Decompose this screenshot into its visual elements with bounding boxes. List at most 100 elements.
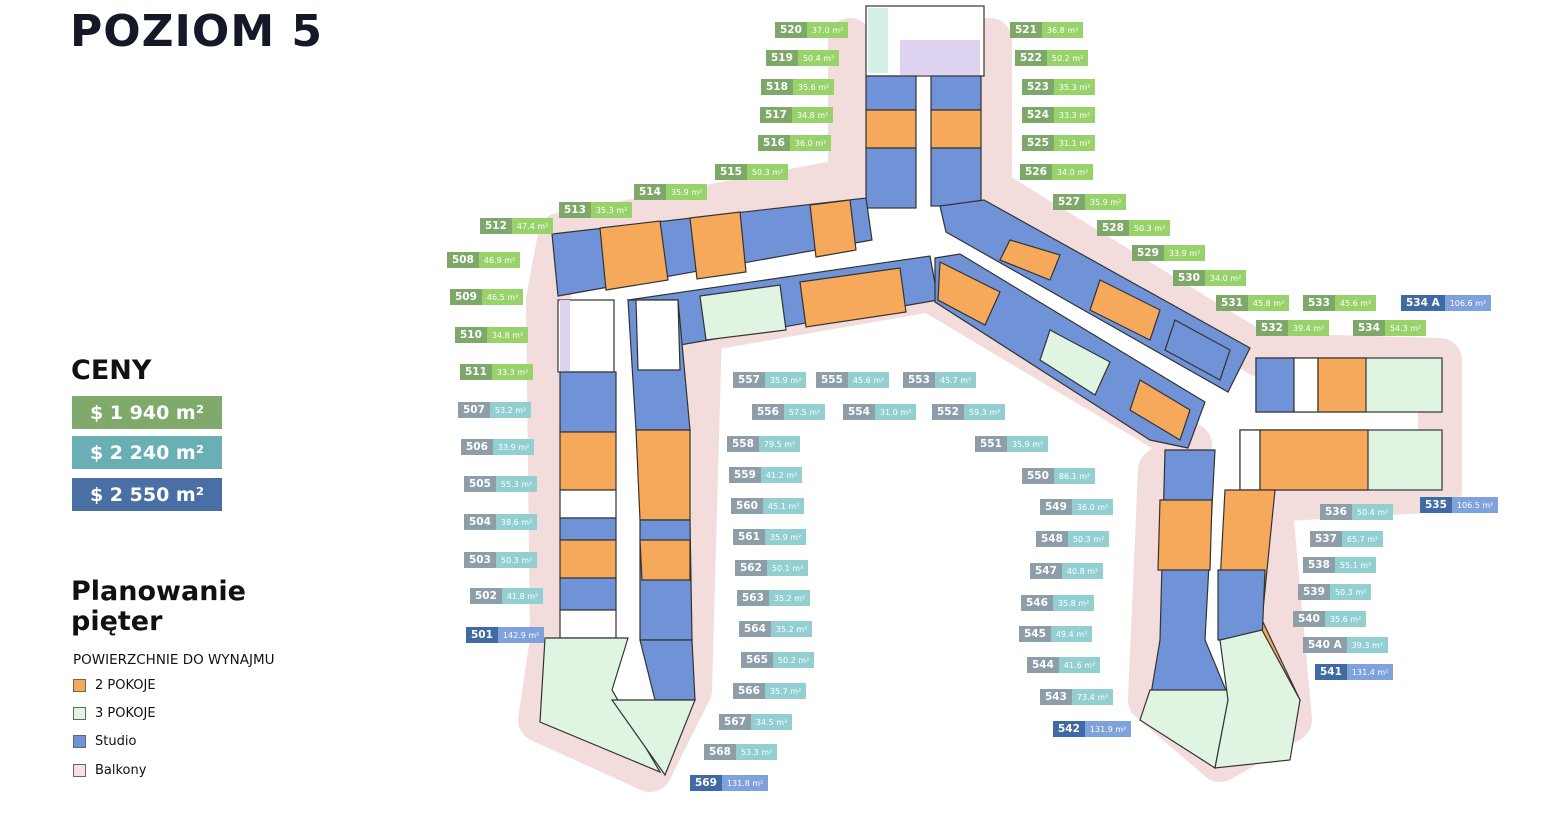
- unit-number: 569: [690, 775, 722, 791]
- unit-number: 532: [1256, 320, 1288, 336]
- unit-area: 73.4 m²: [1071, 689, 1114, 705]
- unit-area: 41.6 m²: [1058, 657, 1101, 673]
- legend-label: Studio: [95, 734, 137, 749]
- unit-area: 65.7 m²: [1341, 531, 1384, 547]
- unit-number: 502: [470, 588, 502, 604]
- unit-area: 79.5 m²: [758, 436, 801, 452]
- price-tier-2: $ 2 240 m²: [72, 436, 222, 469]
- unit-number: 560: [731, 498, 763, 514]
- unit-area: 35.2 m²: [770, 621, 813, 637]
- unit-area: 50.4 m²: [797, 50, 840, 66]
- unit-number: 547: [1030, 563, 1062, 579]
- unit-number: 501: [466, 627, 498, 643]
- unit-area: 36.0 m²: [1071, 499, 1114, 515]
- unit-area: 46.5 m²: [481, 289, 524, 305]
- unit-number: 516: [758, 135, 790, 151]
- unit-number: 534 A: [1401, 295, 1445, 311]
- unit-area: 50.3 m²: [1329, 584, 1372, 600]
- unit-area: 45.6 m²: [847, 372, 890, 388]
- unit-number: 558: [727, 436, 759, 452]
- unit-area: 34.5 m²: [750, 714, 793, 730]
- unit-area: 34.0 m²: [1051, 164, 1094, 180]
- unit-number: 553: [903, 372, 935, 388]
- unit-area: 35.9 m²: [1006, 436, 1049, 452]
- unit-number: 545: [1019, 626, 1051, 642]
- unit-area: 34.8 m²: [486, 327, 529, 343]
- price-tier-1: $ 1 940 m²: [72, 396, 222, 429]
